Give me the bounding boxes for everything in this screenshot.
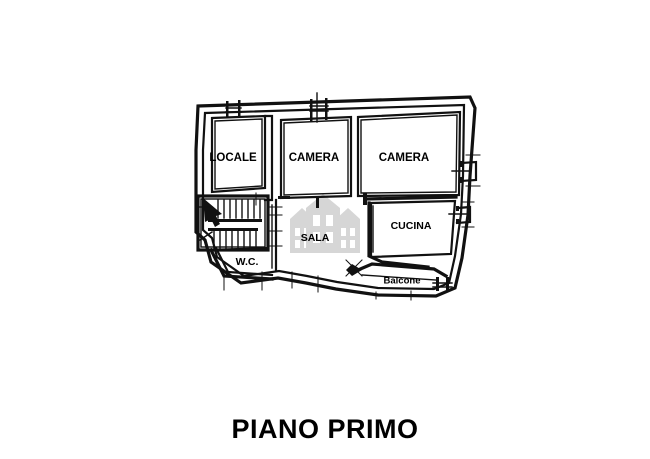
staircase	[196, 194, 270, 252]
room-label-sala: SALA	[301, 232, 330, 244]
room-label-cucina: CUCINA	[391, 220, 432, 232]
wall-tick-marks	[223, 154, 481, 301]
room-label-wc: W.C.	[236, 256, 259, 268]
room-label-balcone: Balcone	[384, 276, 421, 287]
room-labels: LOCALE CAMERA CAMERA CUCINA SALA W.C. Ba…	[209, 152, 431, 286]
room-label-camera-1: CAMERA	[289, 152, 339, 164]
room-camera-1	[278, 115, 353, 208]
page-title: PIANO PRIMO	[231, 414, 419, 444]
room-sala	[271, 198, 278, 272]
room-balcone	[355, 262, 449, 281]
window-openings-top	[225, 92, 329, 123]
houses-watermark	[290, 194, 360, 253]
room-label-camera-2: CAMERA	[379, 152, 429, 164]
perimeter-walls	[194, 95, 477, 298]
room-camera-2	[356, 110, 462, 205]
room-cucina	[367, 199, 457, 269]
room-label-locale: LOCALE	[209, 152, 257, 164]
window-openings-right	[432, 160, 478, 291]
